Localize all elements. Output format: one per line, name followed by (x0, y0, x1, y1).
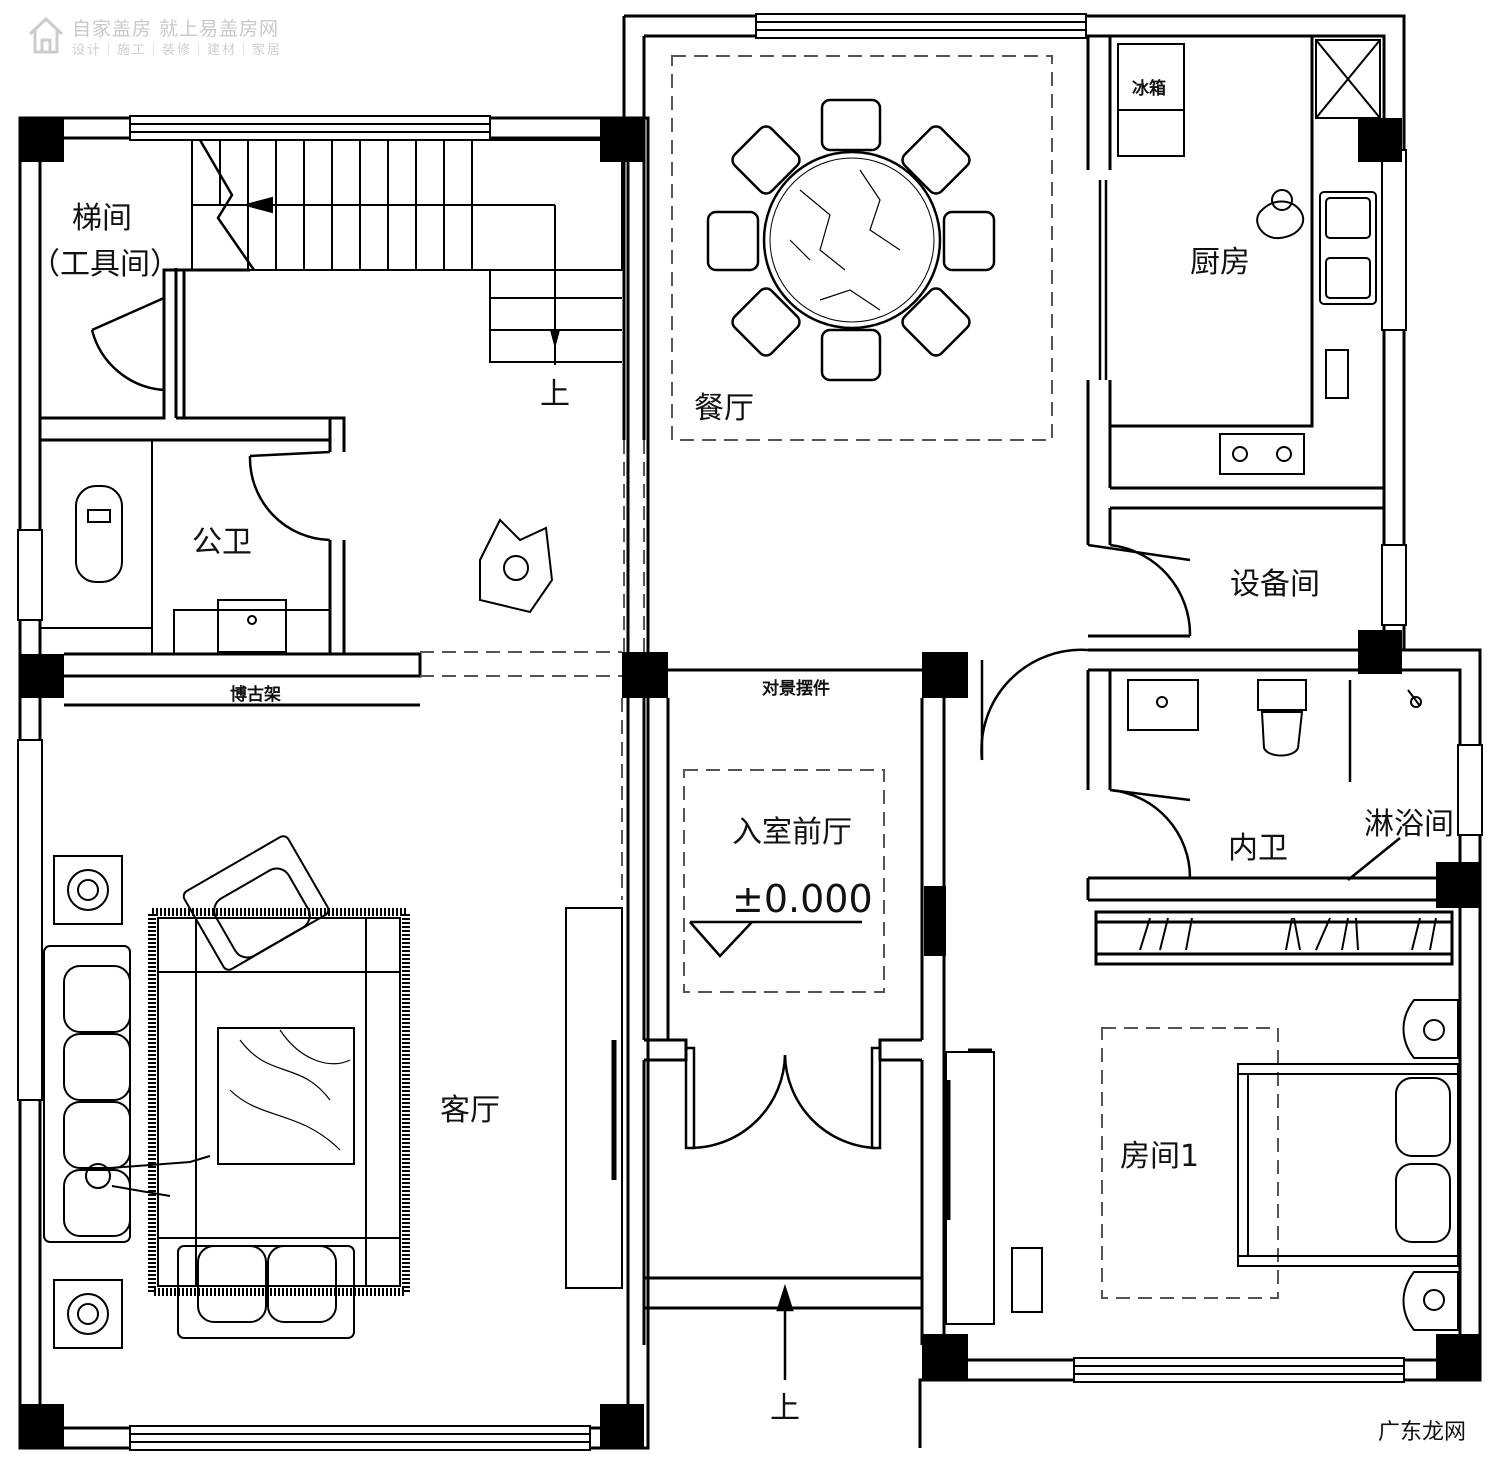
elevation-mark (689, 920, 862, 958)
columns (20, 118, 1480, 1448)
entry-arrow (776, 1283, 794, 1380)
dashed-lines (420, 55, 1279, 1299)
label-public-bath: 公卫 (192, 525, 252, 560)
doors (90, 180, 1401, 1150)
corner-watermark: 广东龙网 (1377, 1420, 1466, 1445)
label-up-stair: 上 (540, 377, 570, 412)
staircase (191, 139, 623, 365)
label-stair-room: 梯间 (72, 201, 132, 236)
interior-walls (40, 36, 1454, 1360)
label-shower: 淋浴间 (1364, 807, 1454, 842)
label-up-entry: 上 (770, 1391, 800, 1426)
bedroom-furniture (945, 999, 1459, 1331)
label-bedroom1: 房间1 (1120, 1139, 1199, 1174)
watermark-subtitle: 设计｜施工｜装修｜建材｜家居 (72, 43, 283, 58)
wardrobe-hangers (1139, 917, 1437, 951)
living-furniture (43, 835, 623, 1349)
label-antique-shelf: 博古架 (230, 684, 281, 705)
label-feature-display: 对景摆件 (762, 678, 830, 699)
label-equipment: 设备间 (1230, 567, 1320, 602)
label-inner-bath: 内卫 (1228, 831, 1288, 866)
label-elevation: ±0.000 (732, 877, 873, 921)
label-dining: 餐厅 (694, 391, 754, 426)
house-logo-icon (28, 16, 64, 54)
watermark: 自家盖房 就上易盖房网 设计｜施工｜装修｜建材｜家居 (8, 8, 328, 58)
dining-table (706, 98, 996, 382)
label-kitchen: 厨房 (1190, 245, 1250, 280)
person-figures (85, 518, 554, 1197)
label-fridge: 冰箱 (1132, 78, 1166, 99)
watermark-title: 自家盖房 就上易盖房网 (72, 18, 280, 40)
kitchen-fixtures (1117, 39, 1381, 475)
bath-fixtures (40, 440, 1422, 757)
label-foyer: 入室前厅 (732, 815, 852, 850)
label-tool-room: （工具间） (30, 247, 180, 282)
dining-chair (706, 98, 996, 382)
windows (17, 13, 1483, 1451)
label-living: 客厅 (440, 1093, 500, 1128)
